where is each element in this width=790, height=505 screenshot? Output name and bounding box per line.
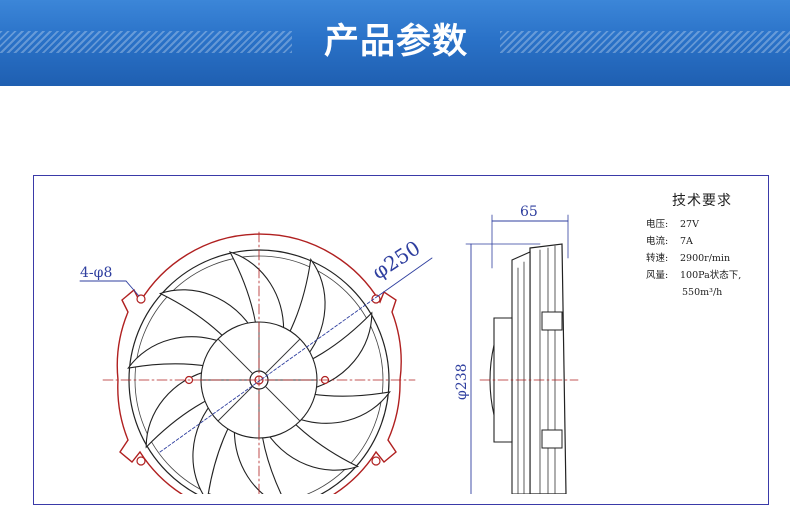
side-shroud: [511, 251, 531, 494]
technical-requirements: 技术要求 电压: 27V 电流: 7A 转速: 2900r/min 风量: 100Pa状…: [646, 190, 770, 301]
fan-front-view: [79, 231, 433, 494]
side-ribs: [517, 245, 556, 494]
spec-label: 电流:: [646, 236, 669, 247]
spec-row-airflow: 风量: 100Pa状态下,: [646, 267, 770, 284]
banner-stripe-right: [500, 31, 790, 53]
spec-label: 电压:: [646, 219, 669, 230]
mounting-holes: [136, 294, 381, 466]
header-banner: 产品参数: [0, 0, 790, 86]
side-brackets: [541, 311, 563, 449]
spec-value: 7A: [680, 236, 693, 247]
spec-row-voltage: 电压: 27V: [646, 216, 770, 233]
spec-label: 风量:: [646, 270, 669, 281]
height-diameter-label: φ238: [454, 363, 470, 400]
housing-outline: [116, 233, 402, 494]
hole-callout-label: 4-φ8: [80, 265, 112, 281]
outer-diameter-label: φ250: [368, 236, 425, 285]
spec-row-speed: 转速: 2900r/min: [646, 250, 770, 267]
banner-title: 产品参数: [323, 22, 468, 62]
banner-stripe-left: [0, 31, 292, 53]
specs-title: 技术要求: [672, 193, 732, 209]
spec-row-current: 电流: 7A: [646, 233, 770, 250]
center-lines: [102, 231, 416, 494]
spec-value: 100Pa状态下,: [680, 270, 742, 281]
fan-side-view: [465, 214, 579, 494]
diameter-leader-ext: [377, 257, 433, 297]
diameter-leader-line: [159, 295, 379, 453]
spec-value: 2900r/min: [680, 253, 731, 264]
spec-row-airflow-cont: 550m³/h: [682, 287, 723, 298]
depth-label: 65: [520, 204, 538, 220]
fan-technical-drawing: 4-φ8 φ250 65 φ238: [79, 204, 579, 494]
spec-label: 转速:: [646, 253, 669, 264]
hole-callout-leader: [79, 280, 140, 297]
spec-value: 27V: [680, 219, 699, 230]
